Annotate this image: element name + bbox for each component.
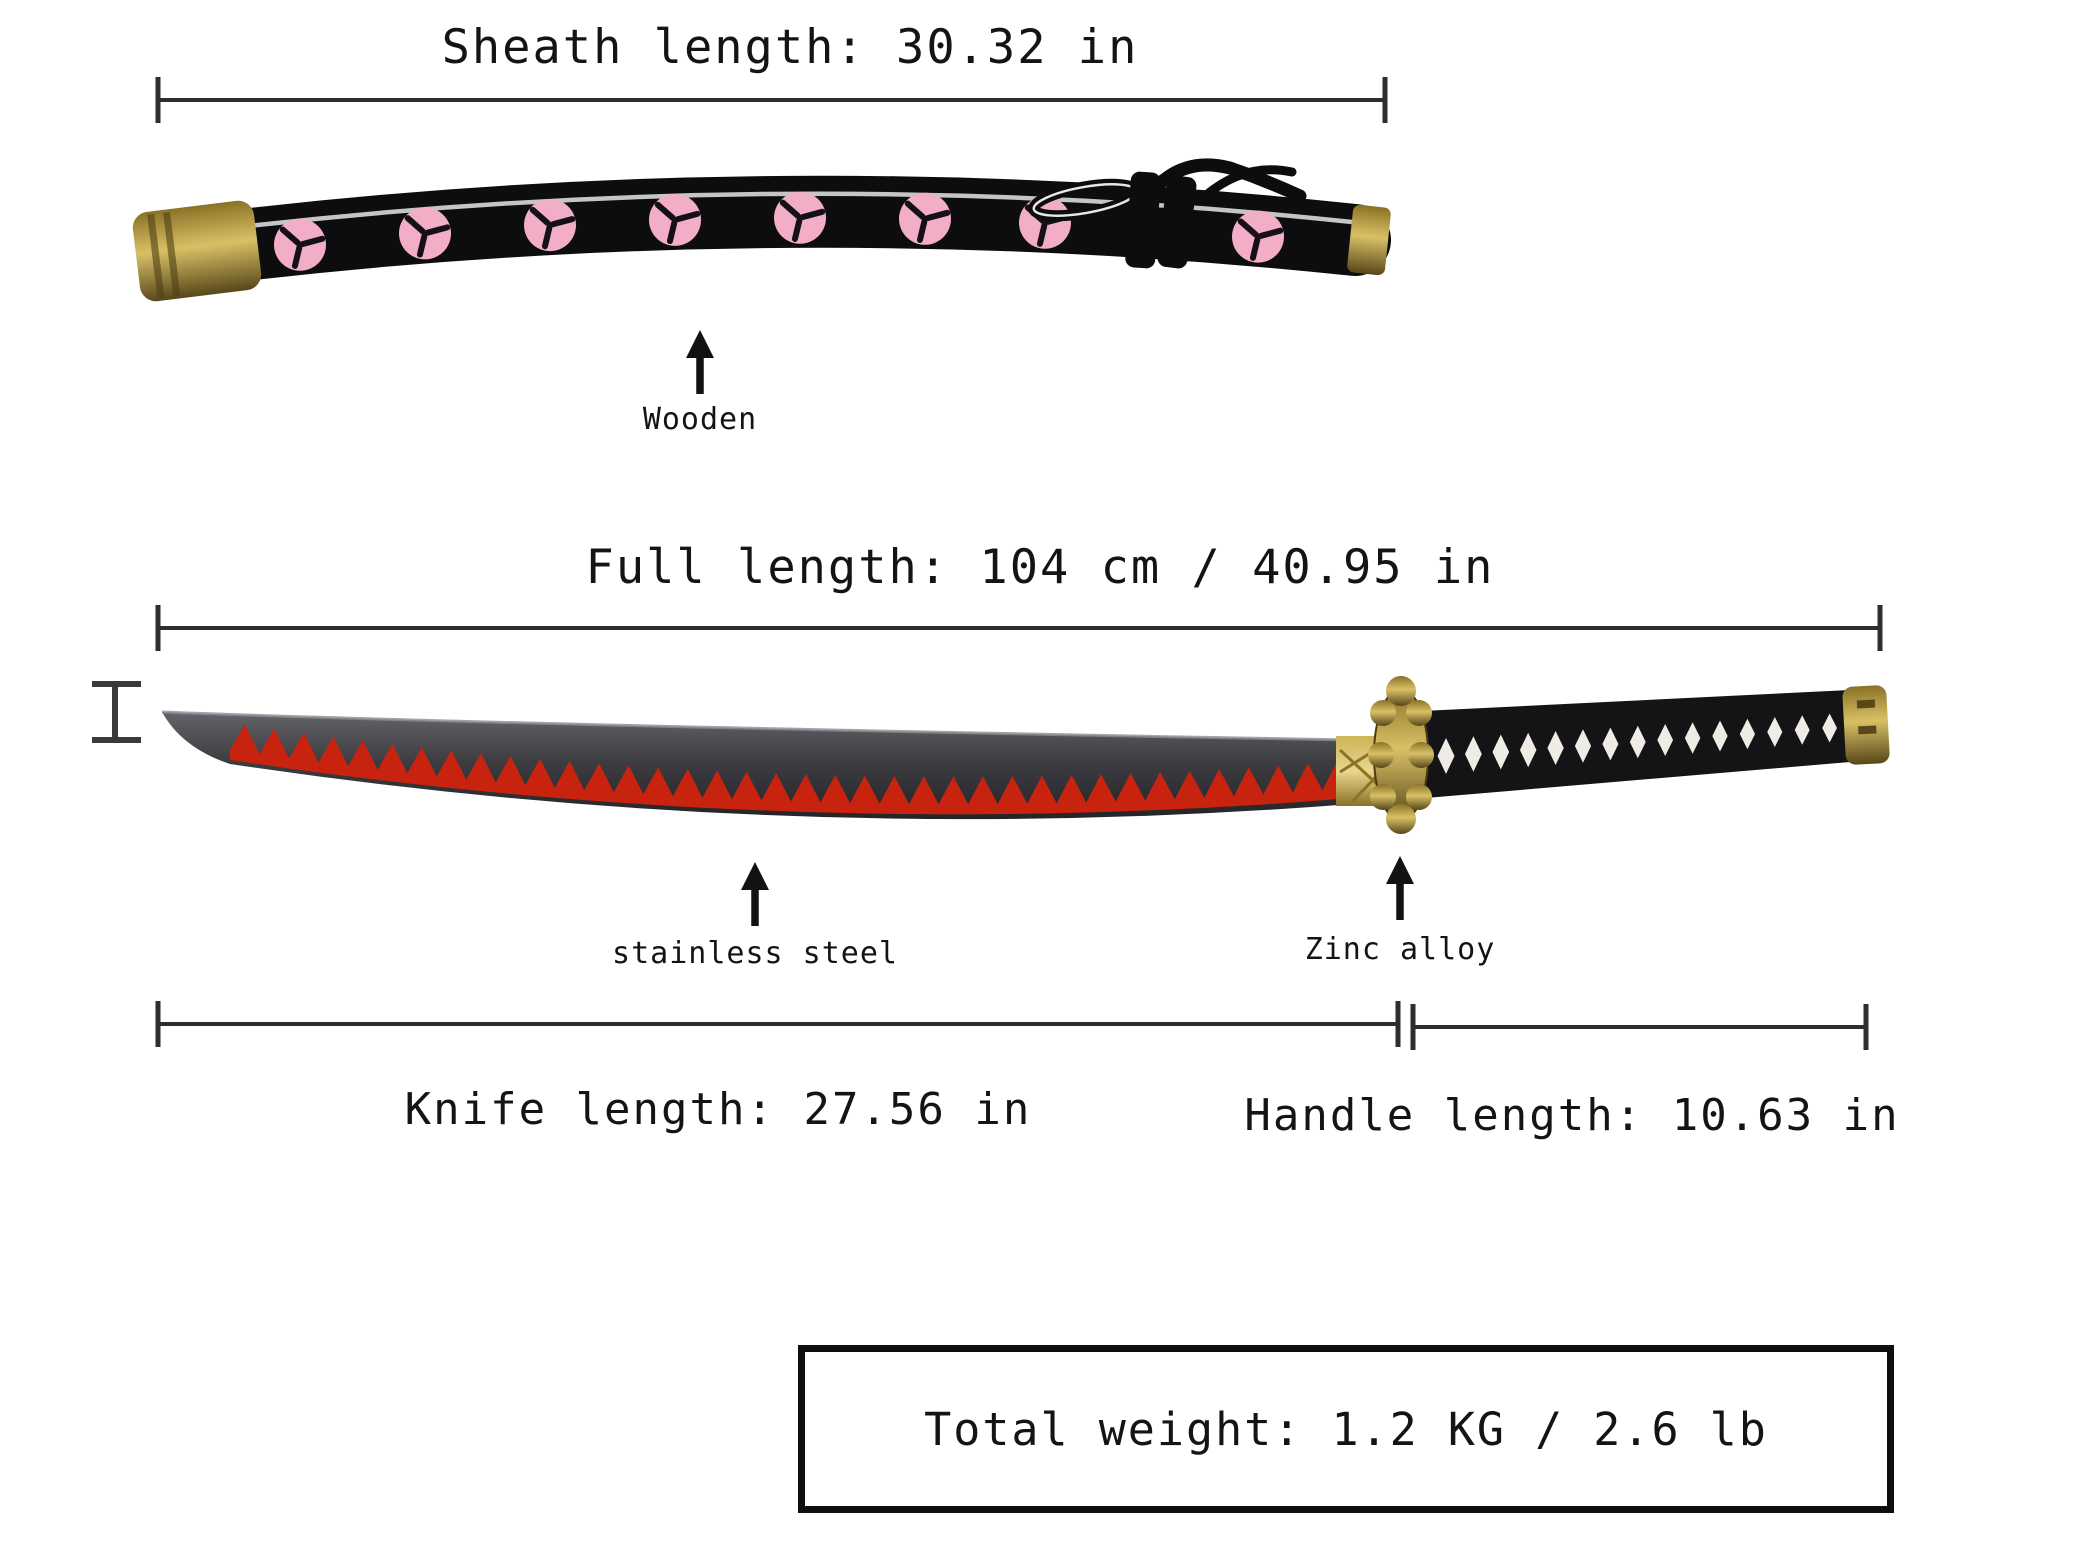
tsuba-guard <box>1368 676 1434 834</box>
handle-wrap <box>1402 690 1850 800</box>
dimension-lines <box>92 77 1883 1050</box>
pointer-arrows <box>686 330 1414 926</box>
sheath-material-label: Wooden <box>642 402 758 437</box>
blade-spine-highlight <box>161 710 1353 742</box>
total-weight-box: Total weight: 1.2 KG / 2.6 lb <box>798 1345 1894 1513</box>
full-length-label: Full length: 104 cm / 40.95 in <box>585 540 1495 595</box>
kashira-pommel <box>1842 685 1890 765</box>
guard-material-label: Zinc alloy <box>1304 932 1496 967</box>
handle-diamond-pattern <box>1437 713 1837 774</box>
blade-width-mark <box>92 681 141 743</box>
handle-length-label: Handle length: 10.63 in <box>1244 1090 1900 1141</box>
sheath-illustration <box>132 158 1391 302</box>
blade-hamon-pattern <box>230 724 1352 815</box>
total-weight-label: Total weight: 1.2 KG / 2.6 lb <box>924 1402 1768 1456</box>
sheath-dimension-line <box>155 77 1388 123</box>
katana-illustration <box>161 676 1890 834</box>
knife-length-label: Knife length: 27.56 in <box>404 1084 1032 1135</box>
sheath-cord-knot <box>1028 158 1307 269</box>
wooden-arrow-icon <box>686 330 714 394</box>
blade-material-label: stainless steel <box>612 936 898 971</box>
sheath-throat-cap <box>132 200 262 302</box>
knife-dimension-line <box>155 1001 1401 1047</box>
blade <box>162 712 1352 820</box>
stainless-steel-arrow-icon <box>741 862 769 926</box>
full-length-dimension-line <box>155 605 1883 651</box>
sheath-pink-emblems <box>274 191 1284 271</box>
sheath-end-cap <box>1347 204 1391 276</box>
handle-dimension-line <box>1410 1004 1869 1050</box>
sheath-length-label: Sheath length: 30.32 in <box>441 20 1139 75</box>
zinc-alloy-arrow-icon <box>1386 856 1414 920</box>
